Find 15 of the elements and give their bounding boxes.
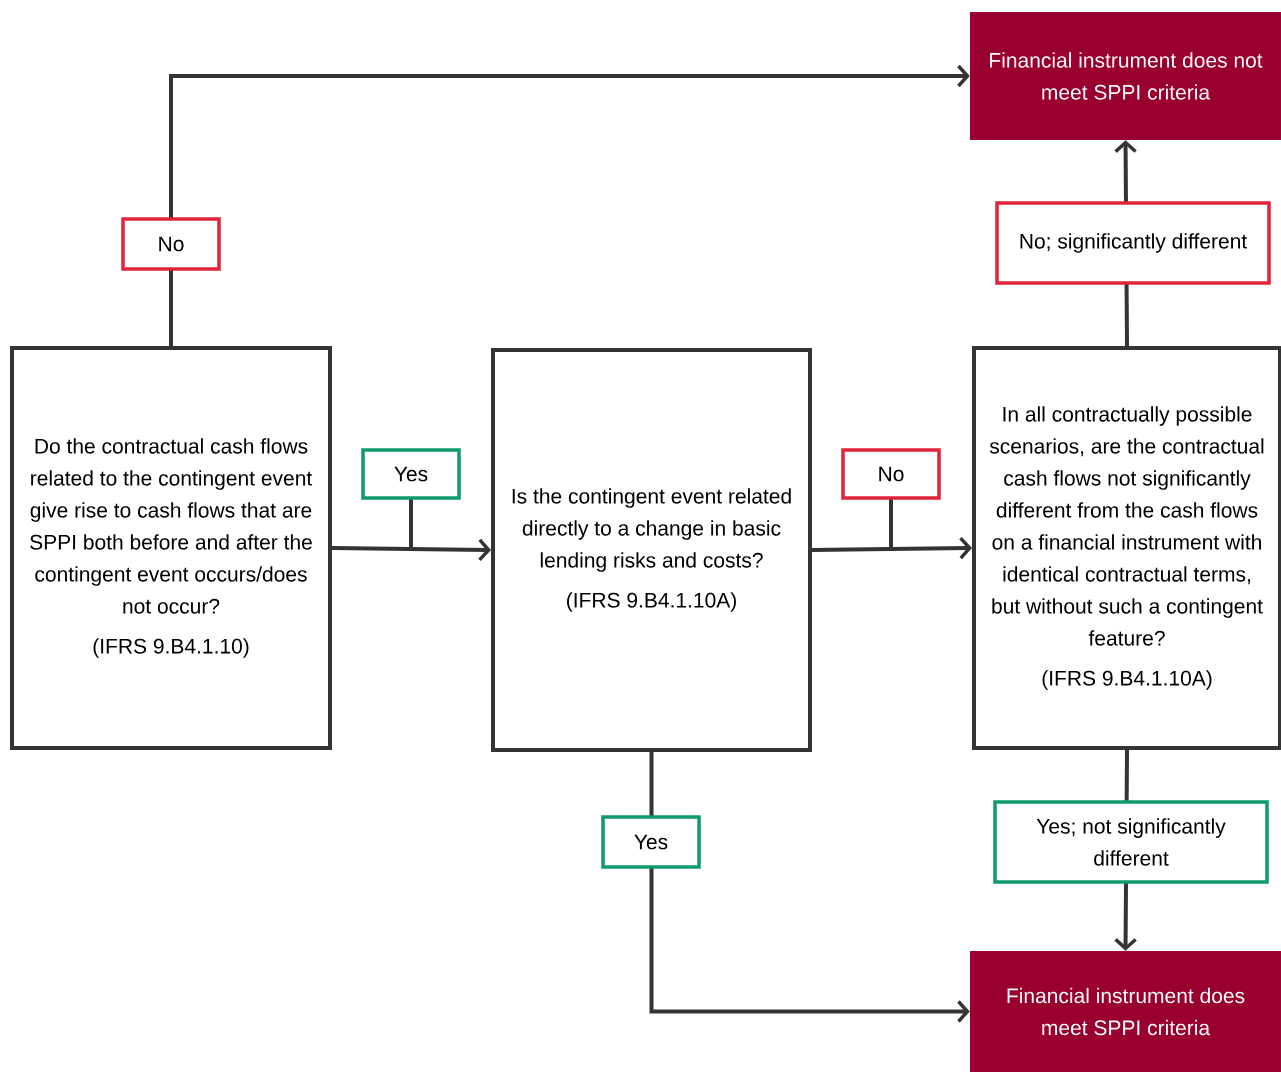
edge-label: No <box>121 217 221 271</box>
arrow <box>649 752 970 1023</box>
edge-label: Yes <box>361 448 461 500</box>
edge-label: No; significantly different <box>995 201 1271 285</box>
question-box: Is the contingent event related directly to a change in basic lending risks and costs? (IFRS 9.B4.1.10A) <box>491 348 812 752</box>
result-box: Financial instrument does meet SPPI criteria <box>970 951 1281 1072</box>
question-box: Do the contractual cash flows related to the contingent event give rise to cash flows that are SPPI both before and after the contingent event occurs/does not occur? (IFRS 9.B4.1.10) <box>10 346 332 750</box>
arrow <box>812 536 972 560</box>
arrow <box>332 538 491 562</box>
edge-label: Yes; not significantly different <box>993 800 1269 884</box>
question-box: In all contractually possible scenarios, are the contractual cash flows not significantly different from the cash flows on a financial instrument with identical contractual terms, but without such a contingent feature? (IFRS 9.B4.1.10A) <box>972 346 1281 750</box>
edge-label: Yes <box>601 815 701 869</box>
arrow <box>169 64 970 346</box>
edge-label: No <box>841 448 941 500</box>
result-box: Financial instrument does not meet SPPI criteria <box>970 12 1281 140</box>
